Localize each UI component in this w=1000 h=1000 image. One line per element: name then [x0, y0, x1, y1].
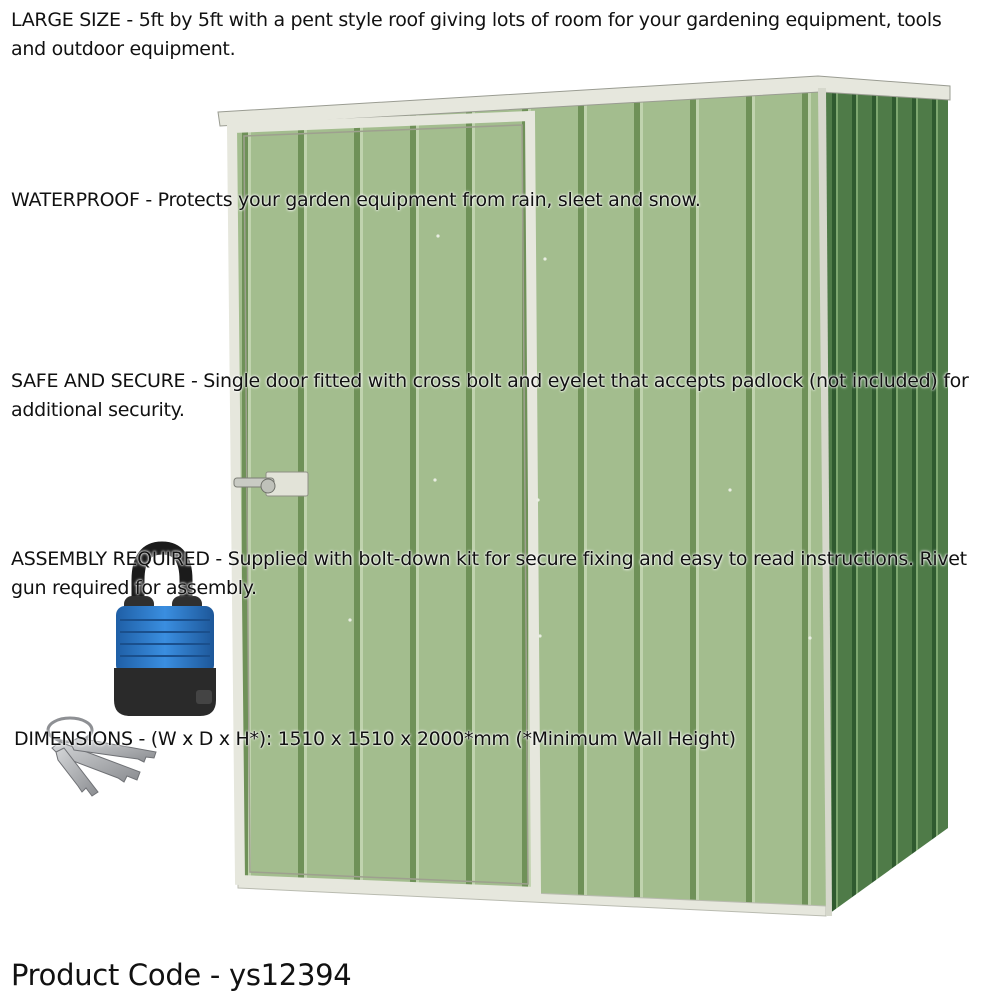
padlock-grip-lines	[120, 619, 210, 657]
padlock-shackle	[131, 541, 193, 619]
shed-image	[217, 75, 951, 917]
key	[69, 737, 157, 763]
shed-door-frame	[226, 110, 542, 898]
feature-waterproof: WATERPROOF - Protects your garden equipm…	[11, 189, 701, 211]
padlock-base	[114, 668, 216, 716]
feature-large-size: LARGE SIZE - 5ft by 5ft with a pent styl…	[11, 9, 942, 60]
feature-safe-and-secure: SAFE AND SECURE - Single door fitted wit…	[11, 370, 969, 421]
door-bolt-knob	[260, 478, 276, 494]
feature-dimensions: DIMENSIONS - (W x D x H*): 1510 x 1510 x…	[14, 728, 736, 750]
shed-rivets	[348, 234, 812, 640]
shed-front-wall	[228, 90, 826, 916]
padlock-body	[116, 606, 214, 674]
shed-side-wall	[820, 88, 948, 916]
shed-roof	[217, 75, 951, 127]
padlock-icon	[114, 541, 216, 716]
shed-door-frame-edge	[243, 124, 529, 885]
padlock-keyhole-cover	[196, 690, 212, 704]
keys-icon	[46, 716, 157, 797]
shed-corner-trim	[818, 88, 832, 916]
key	[55, 747, 99, 797]
feature-assembly-required: ASSEMBLY REQUIRED - Supplied with bolt-d…	[11, 548, 967, 599]
product-code: Product Code - ys12394	[11, 958, 352, 992]
